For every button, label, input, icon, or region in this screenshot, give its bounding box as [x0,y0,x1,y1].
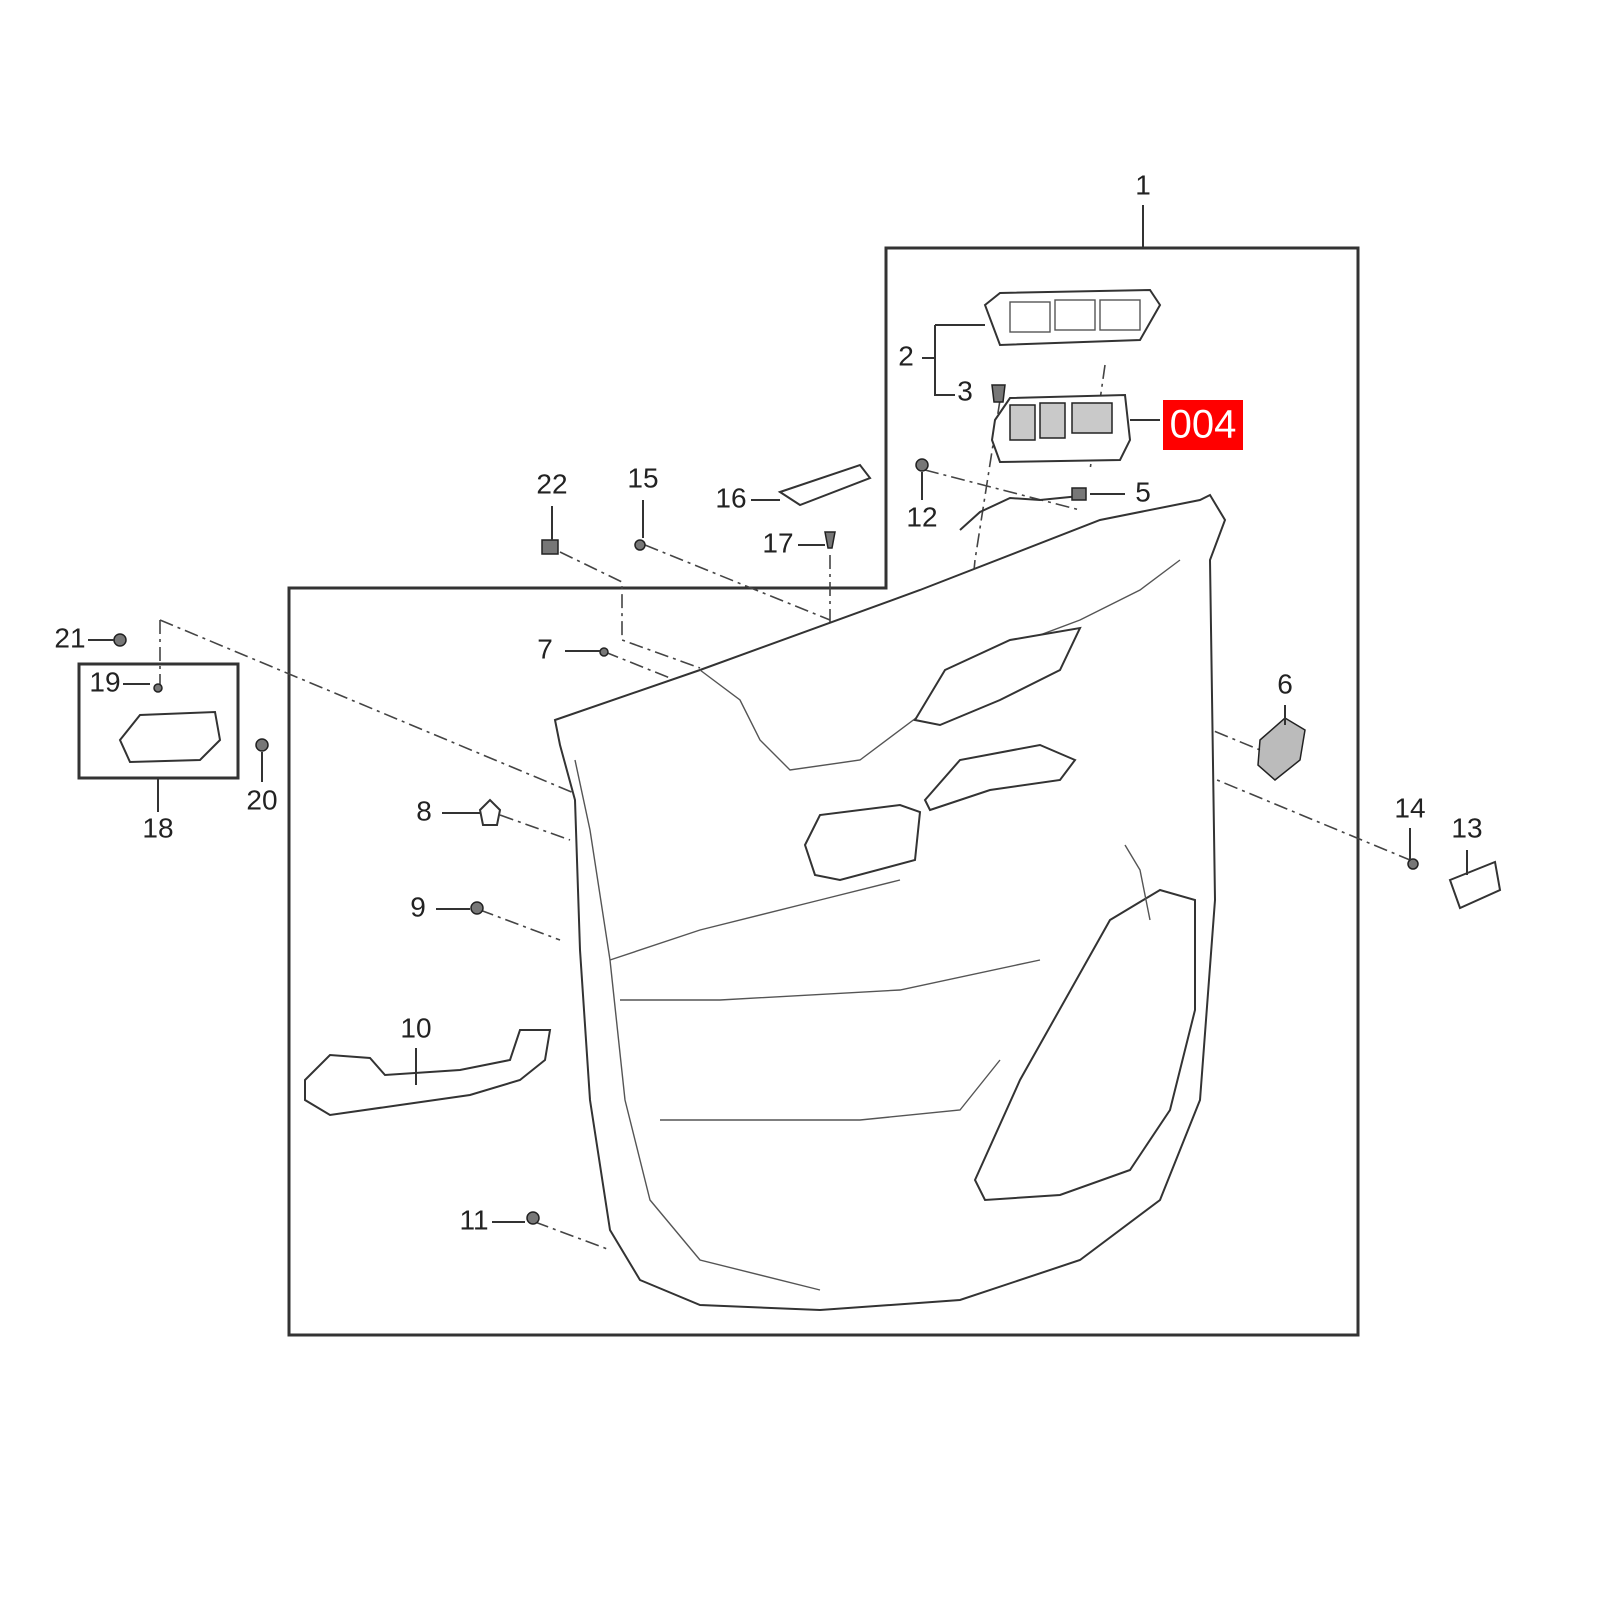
handle-bracket-18 [118,710,222,764]
highlight-badge [1163,400,1243,450]
window-switch [990,393,1132,464]
callout-12: 12 [906,501,937,532]
trim-cap-13 [1448,860,1502,910]
window-switch-bezel [983,288,1162,347]
callout-1: 1 [1135,169,1151,200]
callout-13: 13 [1451,812,1482,843]
highlight-callout-004: 004 [1170,403,1237,447]
callout-6: 6 [1277,668,1293,699]
callout-5: 5 [1135,476,1151,507]
callout-14: 14 [1394,792,1425,823]
callout-19: 19 [89,666,120,697]
callout-11: 11 [459,1204,488,1235]
callout-17: 17 [762,527,793,558]
pull-handle-bracket [304,1029,552,1117]
callout-7: 7 [537,633,553,664]
door-trim-panel [553,493,1227,1312]
callout-3: 3 [957,375,973,406]
armrest-pad [777,463,872,507]
callout-9: 9 [410,891,426,922]
callout-16: 16 [715,482,746,513]
fasteners [113,384,1419,1225]
callout-15: 15 [627,462,658,493]
callout-20: 20 [246,784,277,815]
callout-10: 10 [400,1012,431,1043]
callout-21: 21 [54,622,85,653]
leader-lines [88,324,1468,1223]
callout-2: 2 [898,340,914,371]
callout-22: 22 [536,468,567,499]
callout-18: 18 [142,812,173,843]
assembly-frame [287,246,1360,1337]
callout-8: 8 [416,795,432,826]
speaker-grille [1257,717,1306,781]
wire-harness [959,495,1081,531]
